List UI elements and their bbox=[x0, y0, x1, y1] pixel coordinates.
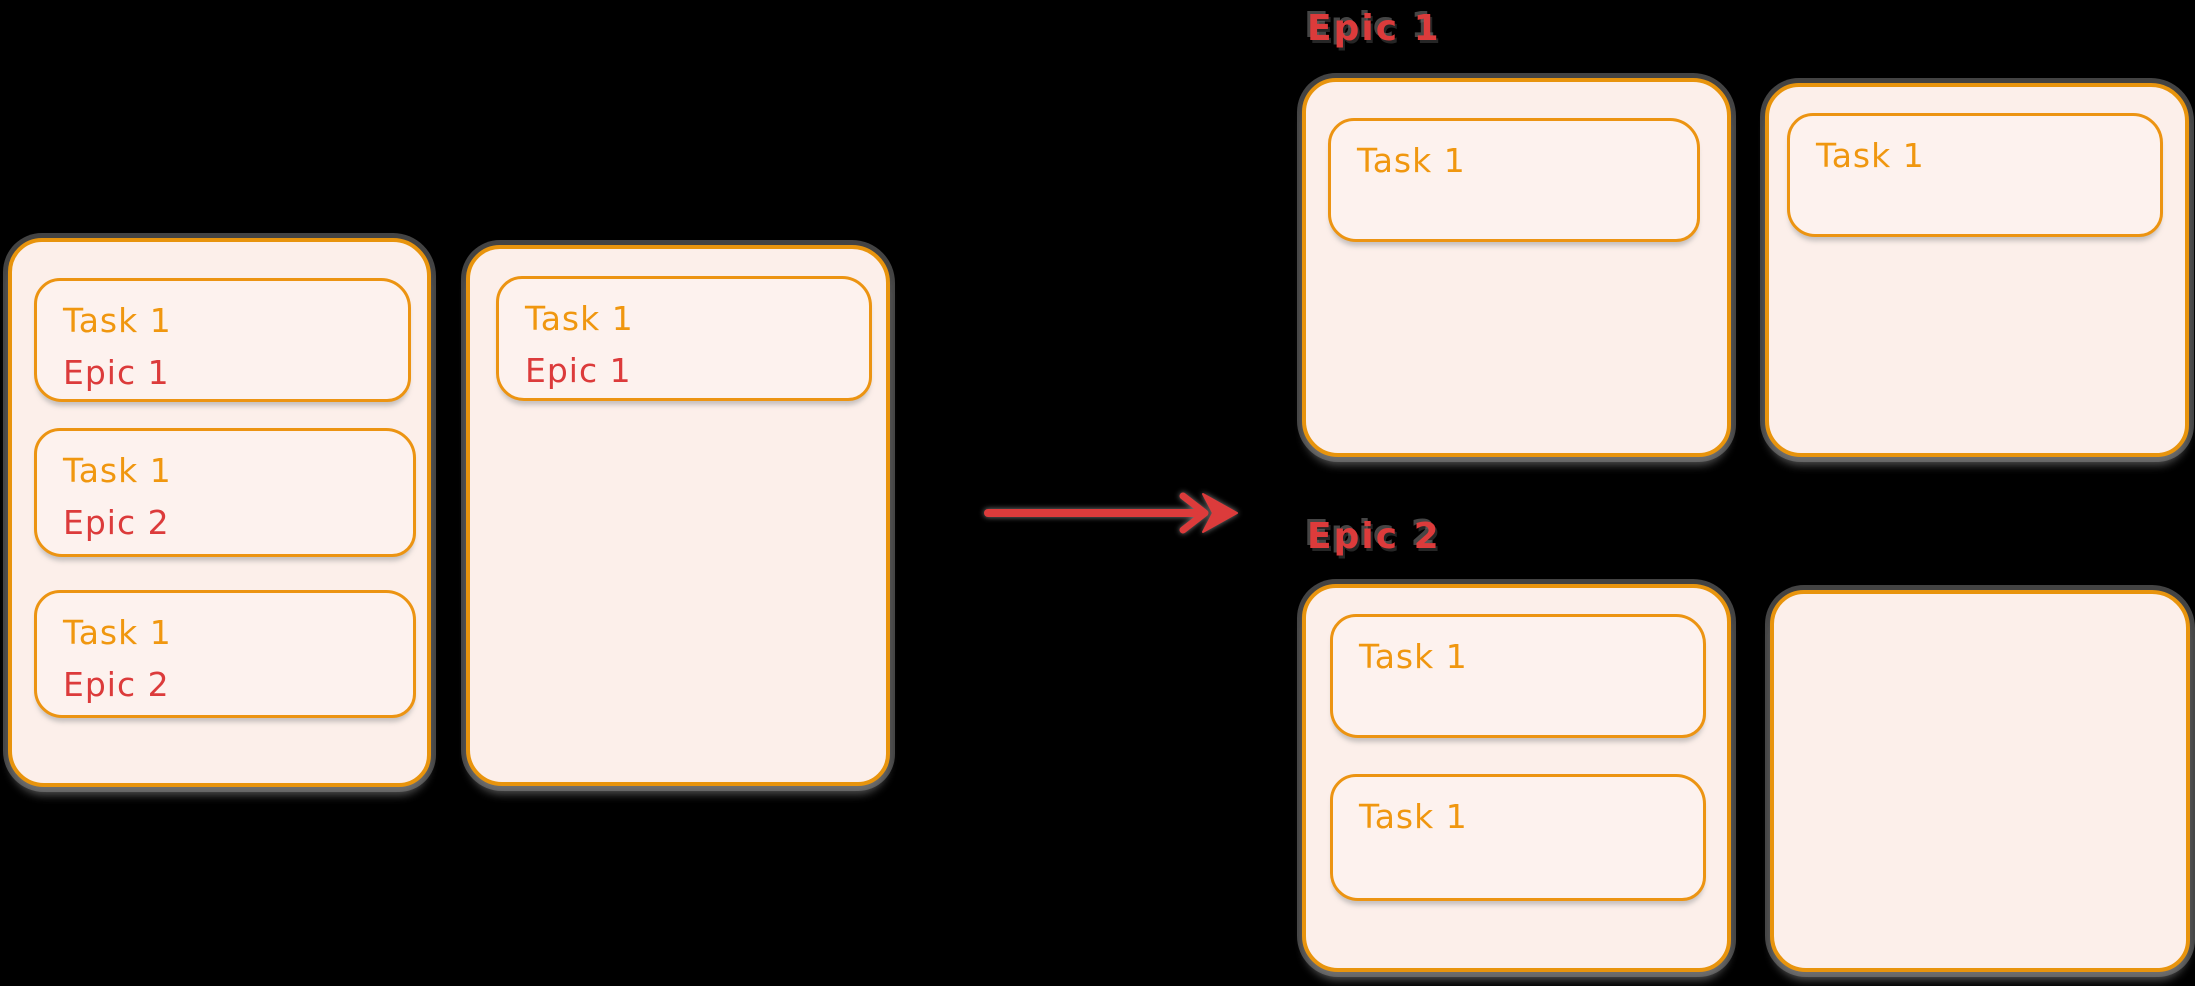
task-card: Task 1 Epic 2 bbox=[34, 590, 416, 718]
task-epic-label: Epic 1 bbox=[63, 353, 170, 392]
card-epic2-a: Task 1 Task 1 bbox=[1302, 584, 1731, 972]
card-epic2-b bbox=[1770, 590, 2190, 972]
card-left-1: Task 1 Epic 1 Task 1 Epic 2 Task 1 Epic … bbox=[8, 238, 431, 787]
task-epic-label: Epic 2 bbox=[63, 503, 170, 542]
task-title: Task 1 bbox=[1359, 637, 1468, 676]
task-card: Task 1 bbox=[1330, 774, 1706, 901]
task-title: Task 1 bbox=[63, 301, 172, 340]
task-title: Task 1 bbox=[63, 613, 172, 652]
task-card: Task 1 bbox=[1328, 118, 1700, 242]
task-title: Task 1 bbox=[525, 299, 634, 338]
task-title: Task 1 bbox=[1357, 141, 1466, 180]
epic-group-label: Epic 2 bbox=[1307, 516, 1441, 557]
task-card: Task 1 Epic 1 bbox=[34, 278, 411, 402]
card-left-2: Task 1 Epic 1 bbox=[466, 245, 890, 786]
arrow-right-icon bbox=[984, 492, 1238, 534]
epic-group-label: Epic 1 bbox=[1307, 8, 1441, 49]
task-card: Task 1 Epic 1 bbox=[496, 276, 872, 401]
task-card: Task 1 Epic 2 bbox=[34, 428, 416, 557]
task-title: Task 1 bbox=[1816, 136, 1925, 175]
card-epic1-a: Task 1 bbox=[1302, 78, 1731, 457]
task-card: Task 1 bbox=[1787, 113, 2163, 237]
task-card: Task 1 bbox=[1330, 614, 1706, 738]
card-epic1-b: Task 1 bbox=[1765, 83, 2189, 457]
task-title: Task 1 bbox=[1359, 797, 1468, 836]
task-epic-label: Epic 1 bbox=[525, 351, 632, 390]
task-epic-label: Epic 2 bbox=[63, 665, 170, 704]
task-title: Task 1 bbox=[63, 451, 172, 490]
